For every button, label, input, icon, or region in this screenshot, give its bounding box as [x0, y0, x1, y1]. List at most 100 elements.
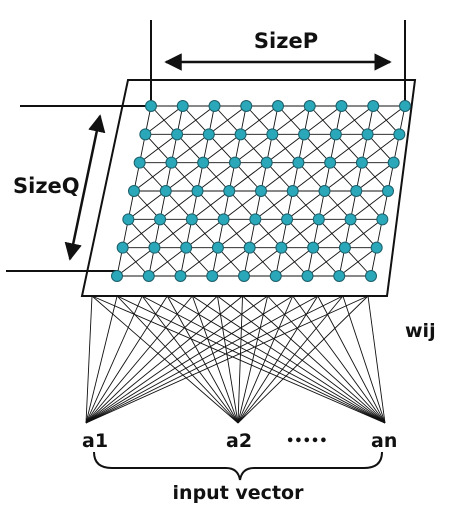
grid-edge: [185, 218, 224, 249]
neuron-node: [154, 213, 167, 226]
neuron-node: [234, 128, 247, 141]
neuron-node: [116, 241, 129, 254]
neuron-node: [159, 185, 172, 197]
neuron-node: [333, 270, 346, 282]
weight-connection-line: [85, 295, 319, 424]
neuron-node: [249, 213, 262, 226]
neuron-node: [185, 213, 198, 226]
input-vector-brace: [93, 451, 383, 481]
weight-connection-line: [217, 295, 386, 424]
neuron-node: [350, 185, 363, 197]
neuron-node: [307, 241, 320, 254]
grid-edge: [307, 247, 346, 277]
neuron-node: [148, 241, 161, 254]
neuron-node: [228, 156, 241, 169]
neuron-node: [370, 241, 383, 254]
neuron-node: [217, 213, 230, 226]
neuron-node: [286, 185, 299, 197]
grid-edge: [208, 105, 247, 135]
grid-edge: [139, 133, 178, 164]
grid-edge: [223, 190, 262, 220]
grid-edge: [335, 105, 374, 135]
neuron-node: [298, 128, 311, 141]
grid-edge: [128, 190, 167, 220]
neuron-node: [387, 156, 400, 169]
neuron-node: [171, 128, 184, 141]
grid-edge: [292, 162, 331, 192]
input-an-label: an: [371, 430, 397, 452]
grid-edge: [266, 133, 305, 164]
neuron-node: [335, 100, 348, 112]
grid-edge: [159, 190, 198, 220]
weight-connection-line: [85, 295, 243, 424]
grid-edge: [303, 105, 342, 135]
neuron-node: [111, 270, 123, 282]
neuron-node: [329, 128, 342, 141]
weight-connection-line: [91, 295, 239, 424]
neuron-node: [238, 270, 250, 282]
grid-edge: [116, 247, 155, 277]
neuron-node: [272, 100, 284, 112]
neuron-grid: [111, 100, 411, 282]
grid-edge: [165, 162, 204, 192]
neuron-node: [355, 156, 368, 169]
weight-connection-line: [367, 295, 386, 424]
weight-connection-line: [85, 295, 143, 424]
neuron-node: [399, 100, 411, 112]
weight-connection-line: [237, 295, 294, 424]
grid-edge: [281, 218, 320, 249]
grid-edge: [211, 247, 250, 277]
weight-connection-line: [141, 295, 386, 424]
weight-connection-line: [91, 295, 386, 424]
grid-edge: [202, 133, 241, 164]
weight-connection-line: [317, 295, 386, 424]
grid-edge: [240, 105, 279, 135]
weight-connection-line: [85, 295, 118, 424]
neuron-node: [338, 241, 351, 254]
weight-connection-line: [237, 295, 243, 424]
weight-connection-line: [237, 295, 269, 424]
neuron-node: [191, 185, 204, 197]
weight-connection-line: [85, 295, 369, 424]
weight-connection-line: [85, 295, 168, 424]
grid-edge: [228, 162, 267, 192]
weight-connection-line: [85, 295, 344, 424]
grid-edge: [324, 162, 363, 192]
weight-connection-line: [167, 295, 386, 424]
neuron-node: [281, 213, 294, 226]
grid-edge: [180, 247, 219, 277]
weight-connection-line: [141, 295, 239, 424]
size-q-label: SizeQ: [13, 174, 80, 198]
weight-connection-line: [85, 295, 218, 424]
grid-edge: [338, 247, 377, 277]
neuron-node: [122, 213, 135, 226]
weight-connection-line: [85, 295, 193, 424]
grid-edge: [350, 190, 389, 220]
grid-edge: [298, 133, 337, 164]
neuron-node: [128, 185, 140, 197]
grid-edge: [272, 105, 311, 135]
neuron-node: [202, 128, 215, 141]
weights-label: wij: [405, 320, 436, 342]
grid-edge: [361, 133, 400, 164]
weight-connection-line: [342, 295, 386, 424]
weight-connection-line: [85, 295, 293, 424]
grid-edge: [243, 247, 282, 277]
ellipsis-label: •••••: [286, 434, 328, 449]
weight-connection-line: [267, 295, 386, 424]
neuron-node: [180, 241, 193, 254]
neuron-node: [133, 156, 146, 169]
input-vector-label: input vector: [173, 482, 305, 504]
grid-edge: [249, 218, 288, 249]
weight-connection-line: [237, 295, 319, 424]
neuron-node: [223, 185, 236, 197]
neuron-node: [301, 270, 314, 282]
size-q-arrow: [64, 114, 106, 261]
neuron-node: [165, 156, 178, 169]
neuron-node: [243, 241, 256, 254]
neuron-node: [255, 185, 267, 197]
weight-connection-line: [237, 295, 369, 424]
grid-edge: [176, 105, 215, 135]
grid-edge: [234, 133, 273, 164]
